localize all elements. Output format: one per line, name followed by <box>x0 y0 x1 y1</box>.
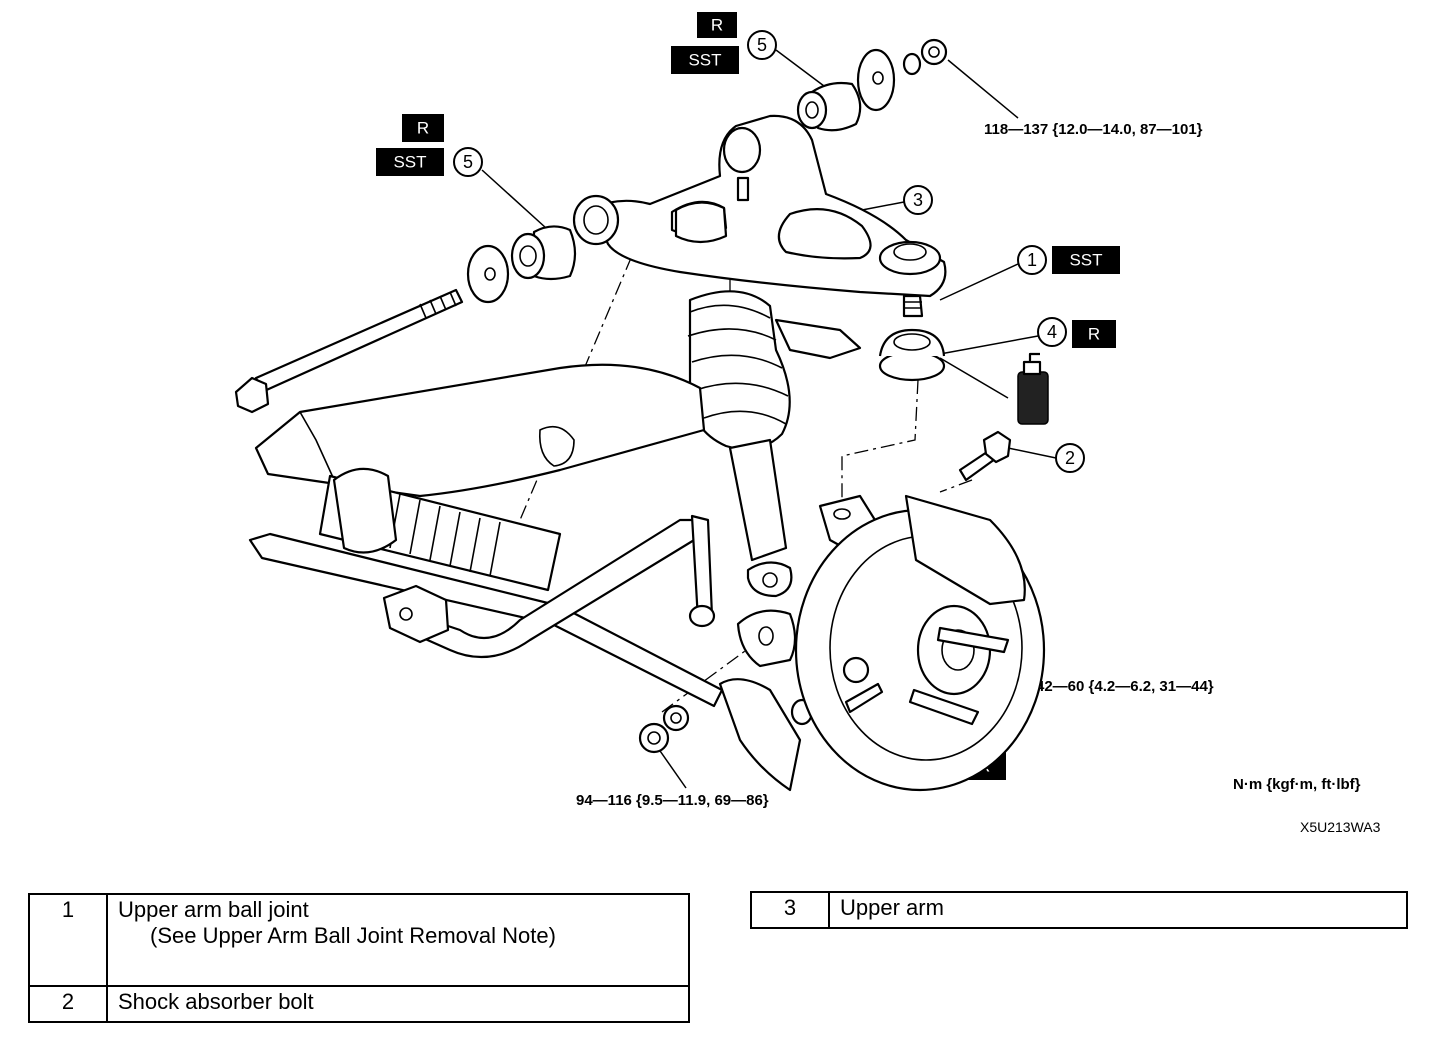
svg-text:R: R <box>711 16 723 35</box>
svg-text:4: 4 <box>1047 322 1057 342</box>
callout-4: 4 <box>1037 317 1067 347</box>
part-note: (See Upper Arm Ball Joint Removal Note) <box>150 923 556 948</box>
parts-table-right: 3 Upper arm <box>750 891 1408 929</box>
tag-r-left: R <box>402 114 444 142</box>
tag-r-seal: R <box>1072 320 1116 348</box>
tag-sst-top: SST <box>671 46 739 74</box>
bushing-top <box>796 81 862 132</box>
brake-disc-hub <box>794 494 1046 792</box>
torque-shock-nut: 94—116 {9.5—11.9, 69—86} <box>576 792 769 809</box>
svg-text:SST: SST <box>1069 251 1102 270</box>
torque-upper-arm-nut: 118—137 {12.0—14.0, 87—101} <box>984 121 1203 138</box>
tag-sst-ball-joint: SST <box>1052 246 1120 274</box>
steering-rack <box>248 467 724 708</box>
shock-absorber-bolt <box>958 430 1012 482</box>
callout-5-left: 5 <box>453 147 483 177</box>
svg-text:3: 3 <box>913 190 923 210</box>
torque-units: N·m {kgf·m, ft·lbf} <box>1233 776 1361 793</box>
part-label: Shock absorber bolt <box>118 989 314 1014</box>
svg-text:SST: SST <box>688 51 721 70</box>
part-number: 3 <box>750 891 830 929</box>
stabilizer-bar <box>382 514 716 659</box>
tag-r-top: R <box>697 12 737 38</box>
svg-text:R: R <box>1088 325 1100 344</box>
table-row: 3 Upper arm <box>750 891 1408 929</box>
svg-text:1: 1 <box>1027 250 1037 270</box>
shock-lower-nut <box>638 704 690 754</box>
part-label: Upper arm <box>840 895 944 920</box>
callout-1: 1 <box>1017 245 1047 275</box>
tag-sst-left: SST <box>376 148 444 176</box>
steering-knuckle <box>718 494 882 792</box>
svg-text:R: R <box>417 119 429 138</box>
figure-code: X5U213WA3 <box>1300 819 1381 835</box>
svg-text:5: 5 <box>463 152 473 172</box>
part-label: Upper arm ball joint <box>118 897 309 922</box>
part-number: 1 <box>28 893 108 987</box>
svg-text:2: 2 <box>1065 448 1075 468</box>
svg-text:5: 5 <box>757 35 767 55</box>
bushing-left <box>510 225 577 281</box>
torque-ball-joint-nut: 42—60 {4.2—6.2, 31—44} <box>1036 678 1214 695</box>
coil-spring-shock <box>674 201 793 598</box>
part-description: Upper arm <box>828 891 1408 929</box>
washer-left <box>466 244 510 304</box>
callout-2: 2 <box>1055 443 1085 473</box>
parts-table-left: 1 Upper arm ball joint (See Upper Arm Ba… <box>28 893 690 1023</box>
upper-arm <box>572 114 947 298</box>
part-description: Upper arm ball joint (See Upper Arm Ball… <box>106 893 690 987</box>
table-row: 2 Shock absorber bolt <box>28 985 690 1023</box>
svg-text:SST: SST <box>393 153 426 172</box>
part-description: Shock absorber bolt <box>106 985 690 1023</box>
suspension-exploded-diagram: R SST R SST SST R R 5 5 3 1 4 <box>234 12 1381 835</box>
dust-boot <box>878 328 946 382</box>
upper-arm-bolt <box>234 288 464 414</box>
grease-can <box>1017 352 1049 425</box>
callout-3: 3 <box>903 185 933 215</box>
callout-5-top: 5 <box>747 30 777 60</box>
ball-joint-stud <box>902 294 924 318</box>
frame-crossmember <box>254 318 862 498</box>
washer-top <box>856 48 896 112</box>
table-row: 1 Upper arm ball joint (See Upper Arm Ba… <box>28 893 690 987</box>
part-number: 2 <box>28 985 108 1023</box>
nut-top <box>902 38 948 76</box>
